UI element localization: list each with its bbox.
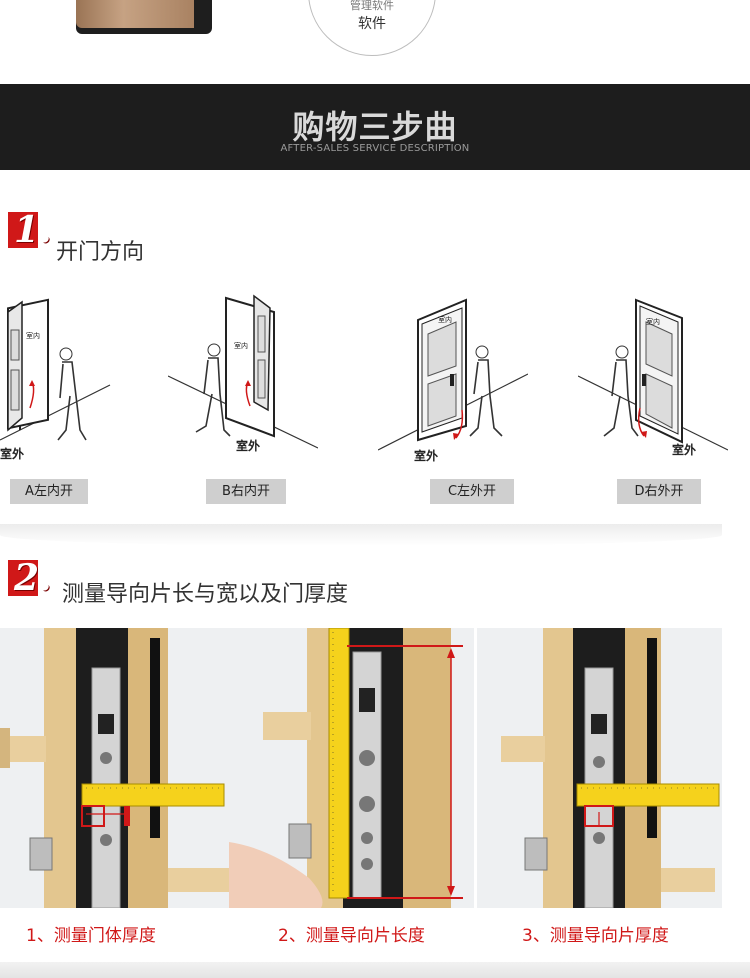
door-diagram-b: 室内 室外 <box>167 290 319 465</box>
step-1-number: 1. <box>14 209 52 251</box>
step-2-badge: 2. <box>8 556 52 600</box>
svg-text:室内: 室内 <box>438 315 452 324</box>
measure-photo-plate-length <box>229 628 474 908</box>
svg-text:室内: 室内 <box>234 341 248 350</box>
section-divider <box>0 524 722 546</box>
banner-title: 购物三步曲 <box>292 108 458 146</box>
step-1-title: 开门方向 <box>56 240 145 265</box>
svg-text:室内: 室内 <box>646 317 660 326</box>
measure-photo-door-thickness <box>0 628 245 908</box>
door-a-outside: 室外 <box>0 446 24 461</box>
door-b-outside: 室外 <box>236 438 260 453</box>
software-badge: 管理软件 软件 <box>308 0 436 56</box>
door-c-outside: 室外 <box>414 448 438 463</box>
door-label-d: D右外开 <box>617 479 701 504</box>
section-banner: 购物三步曲 AFTER-SALES SERVICE DESCRIPTION <box>0 84 750 170</box>
caption-plate-thickness: 3、测量导向片厚度 <box>522 926 669 946</box>
door-label-c: C左外开 <box>430 479 514 504</box>
door-diagram-d: 室内 室外 <box>577 290 729 465</box>
door-diagram-a: 室内 室外 <box>0 290 150 465</box>
measure-photo-plate-thickness <box>477 628 722 908</box>
badge-line-1: 管理软件 <box>350 0 394 12</box>
step-1-badge: 1. <box>8 208 52 252</box>
banner-subtitle: AFTER-SALES SERVICE DESCRIPTION <box>280 143 470 154</box>
door-diagram-c: 室内 室外 <box>377 290 529 465</box>
door-d-outside: 室外 <box>672 442 696 457</box>
caption-plate-length: 2、测量导向片长度 <box>278 926 425 946</box>
step-2-number: 2. <box>14 557 52 599</box>
badge-line-2: 软件 <box>358 16 386 32</box>
door-label-a: A左内开 <box>10 479 88 504</box>
step-2-title: 测量导向片长与宽以及门厚度 <box>62 582 349 607</box>
caption-door-thickness: 1、测量门体厚度 <box>26 926 156 946</box>
bottom-divider <box>0 962 750 978</box>
product-thumbnail <box>76 0 212 34</box>
svg-text:室内: 室内 <box>26 331 40 340</box>
door-label-b: B右内开 <box>206 479 286 504</box>
top-strip: 管理软件 软件 <box>0 0 750 84</box>
